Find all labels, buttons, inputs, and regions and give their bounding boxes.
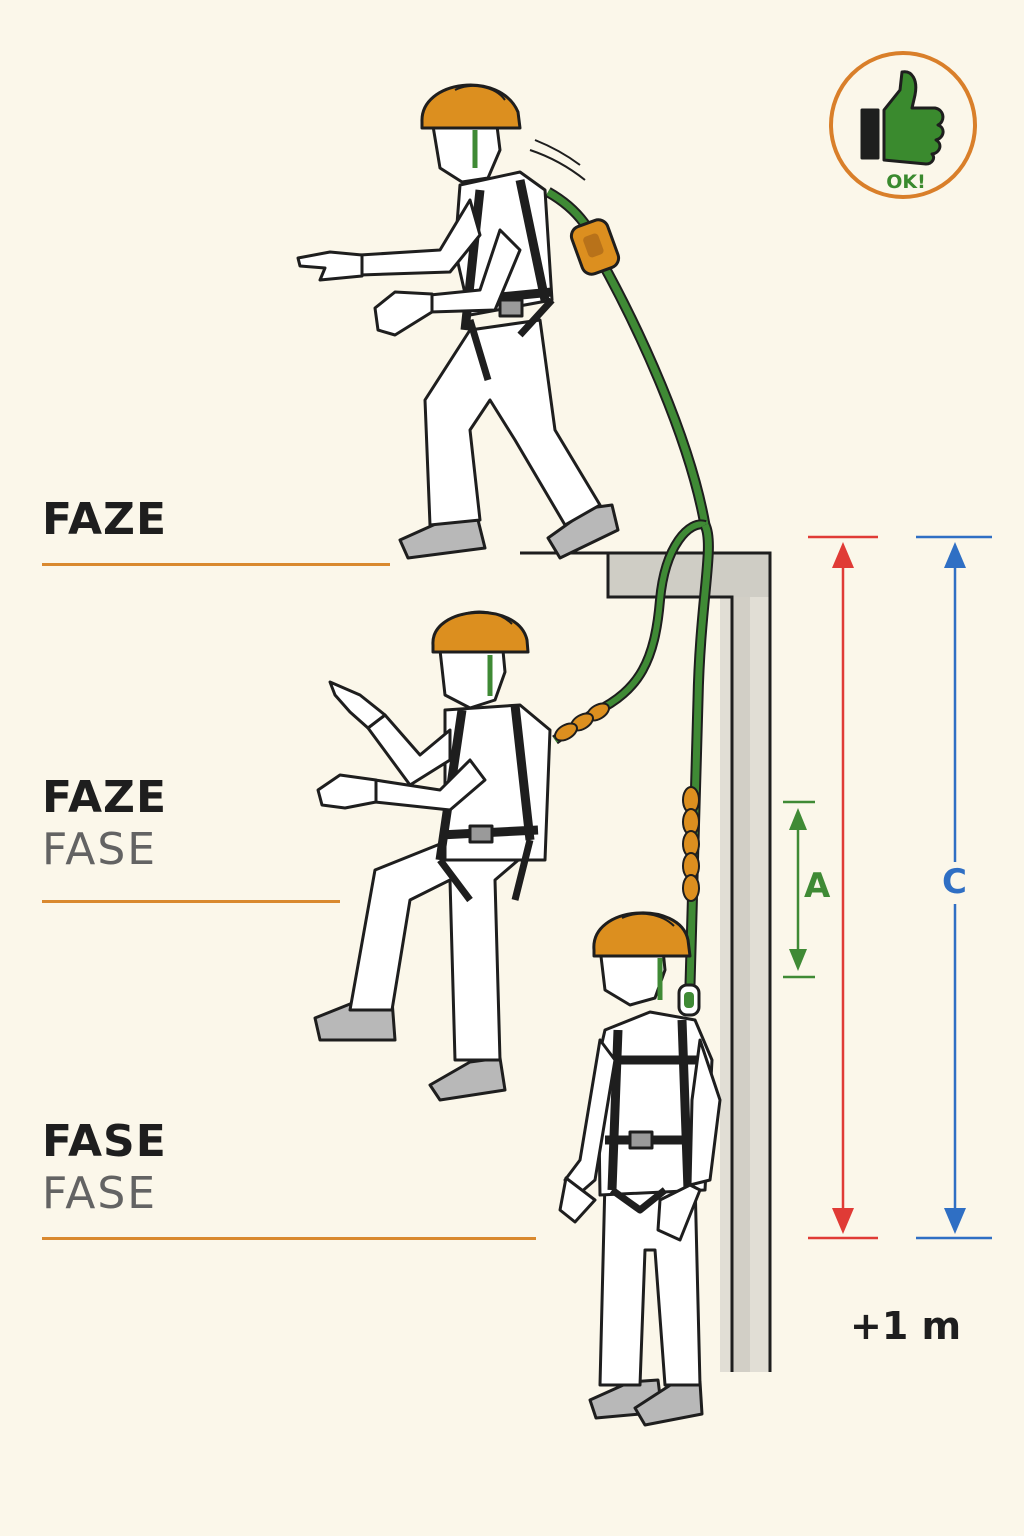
phase2-label: FAZE	[42, 772, 168, 823]
lanyard-falling	[552, 519, 707, 745]
phase3-label: FASE	[42, 1116, 167, 1167]
dimension-c-label: C	[942, 862, 967, 902]
phase3-line	[42, 1237, 536, 1240]
phase3-sublabel: FASE	[42, 1168, 158, 1219]
phase1-line	[42, 563, 390, 566]
dimension-a	[783, 800, 815, 979]
dimension-c	[916, 535, 992, 1240]
worker-falling	[313, 610, 552, 1102]
worker-standing-edge	[296, 83, 620, 560]
dimension-a-label: A	[804, 866, 831, 906]
deployed-absorber-icon	[682, 786, 700, 902]
phase1-label: FAZE	[42, 494, 168, 545]
phase2-sublabel: FASE	[42, 824, 158, 875]
energy-absorber-icon	[554, 702, 610, 742]
lanyard-hanging	[677, 522, 714, 1017]
extra-height-label: +1 m	[850, 1304, 962, 1348]
thumbs-up-icon	[860, 70, 945, 166]
phase2-line	[42, 900, 340, 903]
worker-hanging	[558, 911, 722, 1427]
ledge-structure	[520, 551, 772, 1372]
ok-badge	[829, 51, 977, 199]
ok-badge-text: OK!	[886, 171, 926, 193]
lanyard-top	[545, 187, 711, 526]
dimension-b	[808, 535, 878, 1240]
